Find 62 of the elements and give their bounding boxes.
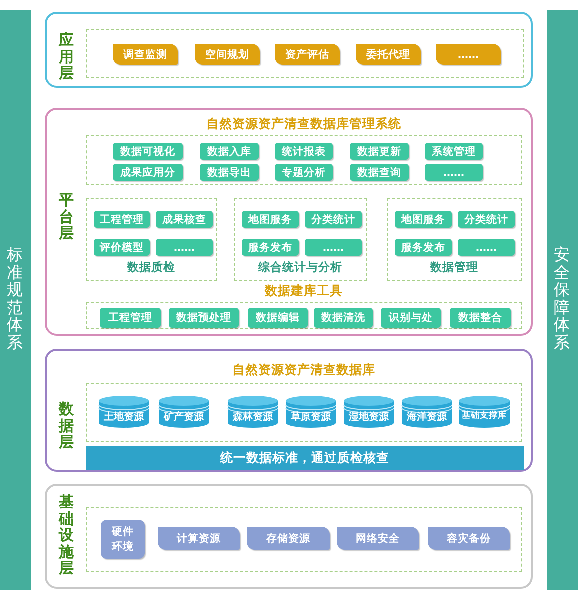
button-tag: 地图服务 — [395, 211, 452, 228]
group-heading: 数据质检 — [126, 260, 176, 275]
button-tag: 成果应用分 — [113, 164, 183, 181]
button-tag: 资产评估 — [275, 44, 340, 65]
group-heading: 自然资源资产清查数据库 — [232, 362, 376, 379]
layer-panel — [45, 349, 533, 472]
button-tag: 工程管理 — [94, 211, 150, 228]
button-tag: 数据入库 — [200, 143, 259, 160]
button-tag: 委托代理 — [356, 44, 421, 65]
button-tag: 评价模型 — [94, 239, 150, 256]
group-heading: 数据建库工具 — [264, 283, 344, 300]
button-tag: …… — [436, 44, 501, 65]
button-tag: 计算资源 — [158, 527, 240, 550]
button-tag: 分类统计 — [305, 211, 362, 228]
button-tag: …… — [156, 239, 213, 256]
button-tag: …… — [425, 164, 483, 181]
dashed-group — [86, 507, 522, 572]
side-band — [547, 10, 578, 590]
layer-panel — [45, 108, 533, 336]
layer-label: 数据层 — [59, 401, 74, 450]
button-tag: 硬件环境 — [101, 520, 145, 559]
side-band — [0, 10, 31, 590]
dashed-group — [387, 198, 522, 281]
button-tag: 系统管理 — [425, 143, 483, 160]
button-tag: 数据预处理 — [169, 308, 239, 328]
group-heading: 综合统计与分析 — [258, 260, 344, 275]
band-label: 安全保障体系 — [554, 246, 570, 352]
button-tag: 数据查询 — [350, 164, 409, 181]
layer-label: 基础设施层 — [59, 494, 74, 576]
button-tag: 成果核查 — [156, 211, 213, 228]
button-tag: 地图服务 — [242, 211, 299, 228]
button-tag: 数据清洗 — [314, 308, 373, 328]
band-label: 标准规范体系 — [7, 246, 23, 352]
button-tag: 服务发布 — [242, 239, 299, 256]
dashed-group — [86, 29, 524, 78]
button-tag: 数据整合 — [450, 308, 511, 328]
dashed-group — [86, 198, 217, 281]
button-tag: 容灾备份 — [428, 527, 510, 550]
layer-label: 平台层 — [59, 192, 74, 242]
button-tag: …… — [305, 239, 362, 256]
button-tag: 服务发布 — [395, 239, 452, 256]
layer-label: 应用层 — [59, 32, 74, 82]
button-tag: 空间规划 — [195, 44, 260, 65]
button-tag: 专题分析 — [275, 164, 333, 181]
button-tag: 工程管理 — [100, 308, 161, 328]
group-heading: 自然资源资产清查数据库管理系统 — [206, 116, 402, 133]
group-heading: 数据管理 — [429, 260, 480, 275]
button-tag: 分类统计 — [458, 211, 515, 228]
button-tag: 识别与处 — [381, 308, 441, 328]
dashed-group — [234, 198, 367, 281]
button-tag: …… — [458, 239, 515, 256]
button-tag: 数据可视化 — [113, 143, 183, 160]
layer-panel — [45, 484, 533, 589]
layer-panel — [45, 12, 533, 88]
button-tag: 数据更新 — [350, 143, 409, 160]
button-tag: 调查监测 — [113, 44, 178, 65]
button-tag: 网络安全 — [337, 527, 419, 550]
button-tag: 统计报表 — [275, 143, 333, 160]
banner-bar: 统一数据标准，通过质检核查 — [86, 446, 524, 470]
button-tag: 数据编辑 — [248, 308, 308, 328]
button-tag: 存储资源 — [247, 527, 330, 550]
button-tag: 数据导出 — [200, 164, 259, 181]
